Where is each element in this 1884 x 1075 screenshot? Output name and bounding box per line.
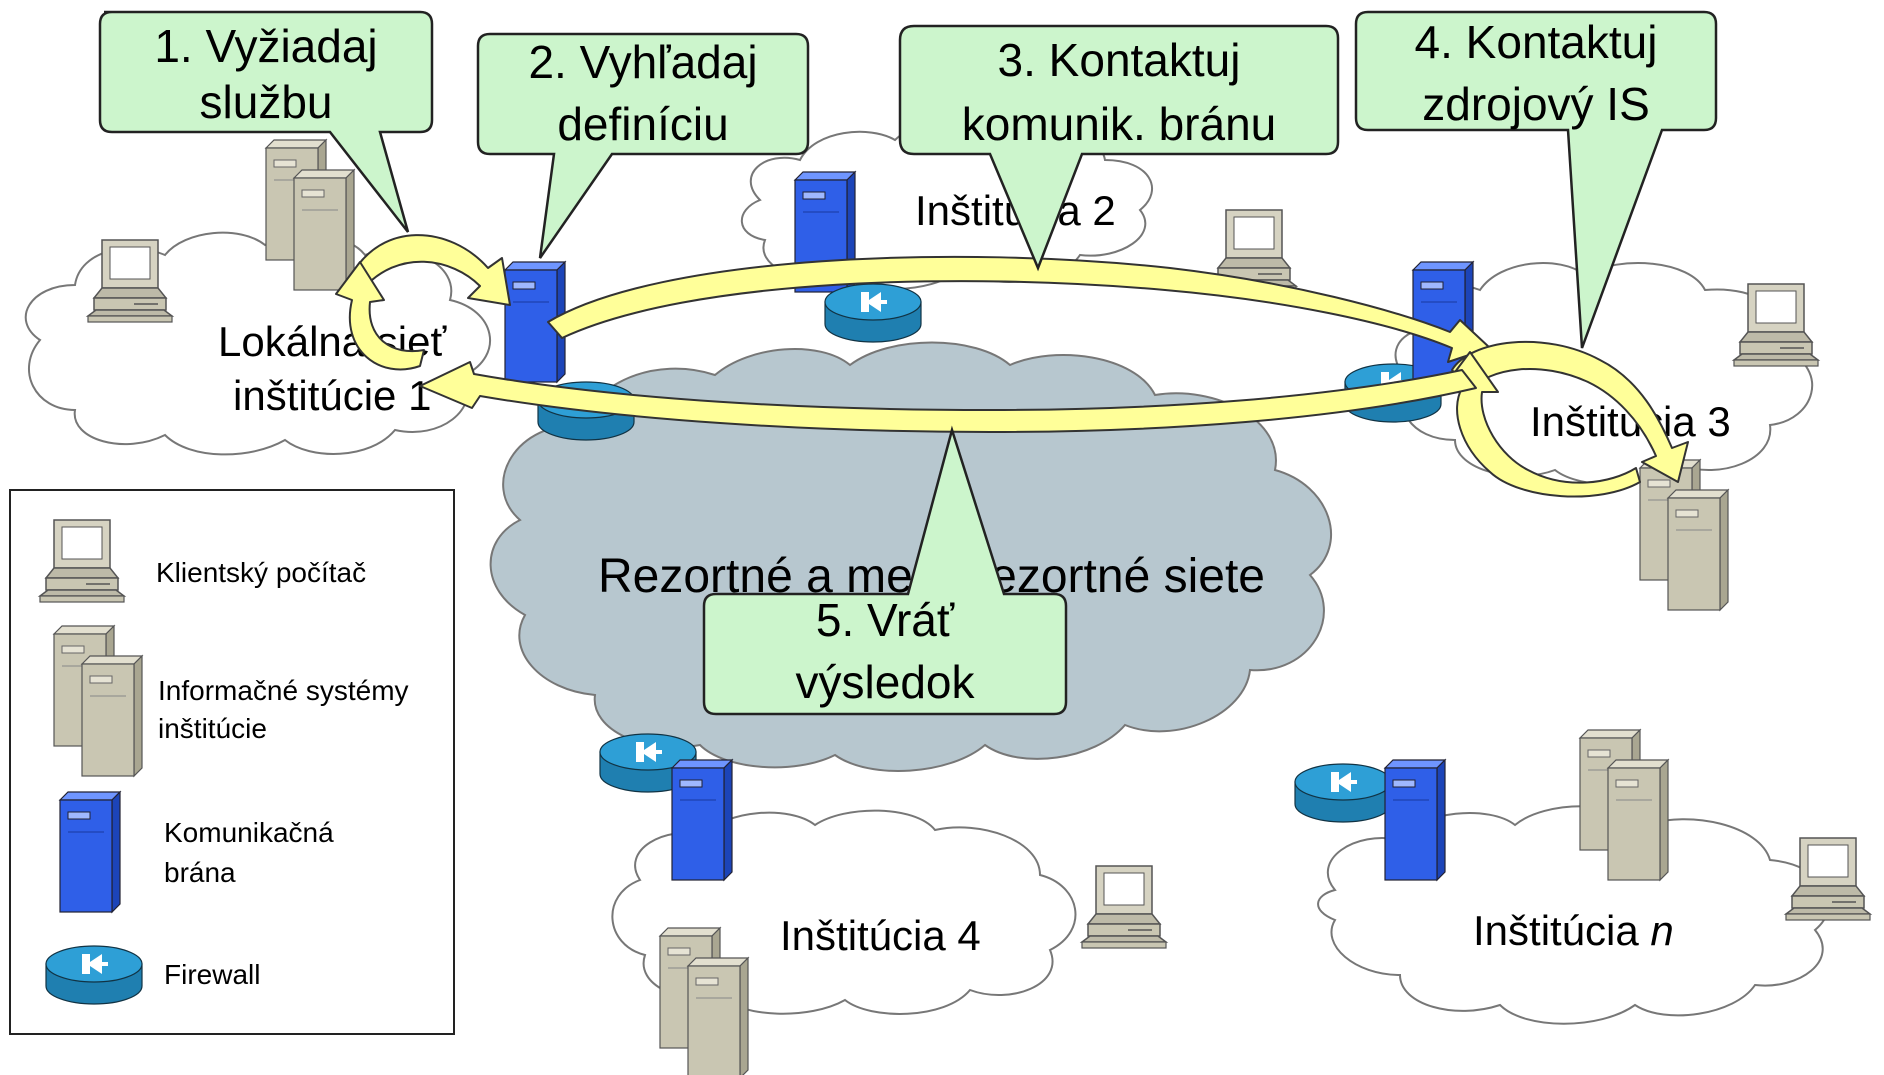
callout-step-2: 2. Vyhľadaj definíciu	[476, 32, 810, 259]
client-pc-institution-4-icon	[1081, 865, 1167, 949]
firewall-institution-n-icon	[1294, 763, 1392, 823]
cloud-institution-n	[1317, 805, 1830, 1025]
legend-firewall-label: Firewall	[164, 959, 260, 990]
gateway-institution-n-icon	[1384, 759, 1446, 881]
callout-step-3: 3. Kontaktuj komunik. bránu	[898, 24, 1340, 272]
step-2-line2: definíciu	[557, 98, 728, 150]
gateway-institution-4-icon	[671, 759, 733, 881]
firewall-institution-2-icon	[824, 283, 922, 343]
flow-arrows	[335, 234, 1689, 498]
legend-gateway-icon	[59, 791, 121, 913]
arrow-step2-return	[335, 261, 425, 371]
step-3-line2: komunik. bránu	[962, 98, 1277, 150]
callout-step-4: 4. Kontaktuj zdrojový IS	[1354, 10, 1718, 349]
arrow-step4-contact-is	[1451, 340, 1689, 483]
legend-gateway-label-line2: brána	[164, 857, 236, 888]
arrow-step5-return-result	[419, 361, 1477, 433]
step-3-line1: 3. Kontaktuj	[998, 34, 1241, 86]
arrow-step4-return	[1445, 351, 1641, 498]
label-institution-n: Inštitúcia n	[1473, 907, 1674, 954]
step-5-line2: výsledok	[796, 656, 976, 708]
step-4-line2: zdrojový IS	[1422, 78, 1650, 130]
step-1-line2: službu	[200, 76, 333, 128]
arrow-step3-contact	[547, 255, 1491, 363]
legend-client-label: Klientský počítač	[156, 557, 366, 588]
label-institution-4: Inštitúcia 4	[780, 912, 981, 959]
legend: Klientský počítač Informačné systémy inš…	[9, 489, 455, 1035]
legend-firewall-icon	[45, 945, 143, 1005]
step-1-line1: 1. Vyžiadaj	[154, 20, 377, 72]
callout-step-1: 1. Vyžiadaj službu	[98, 10, 434, 233]
step-4-line1: 4. Kontaktuj	[1415, 16, 1658, 68]
label-local-network-line2: inštitúcie 1	[233, 372, 431, 419]
is-servers-institution-3-icon	[1640, 460, 1728, 610]
legend-is-label-line2: inštitúcie	[158, 713, 267, 744]
legend-is-label-line1: Informačné systémy	[158, 675, 409, 706]
arrow-step1-request	[349, 234, 511, 306]
step-2-line1: 2. Vyhľadaj	[528, 36, 757, 88]
callout-step-5: 5. Vráť výsledok	[702, 425, 1068, 716]
legend-gateway-label-line1: Komunikačná	[164, 817, 334, 848]
step-5-line1: 5. Vráť	[816, 594, 955, 646]
